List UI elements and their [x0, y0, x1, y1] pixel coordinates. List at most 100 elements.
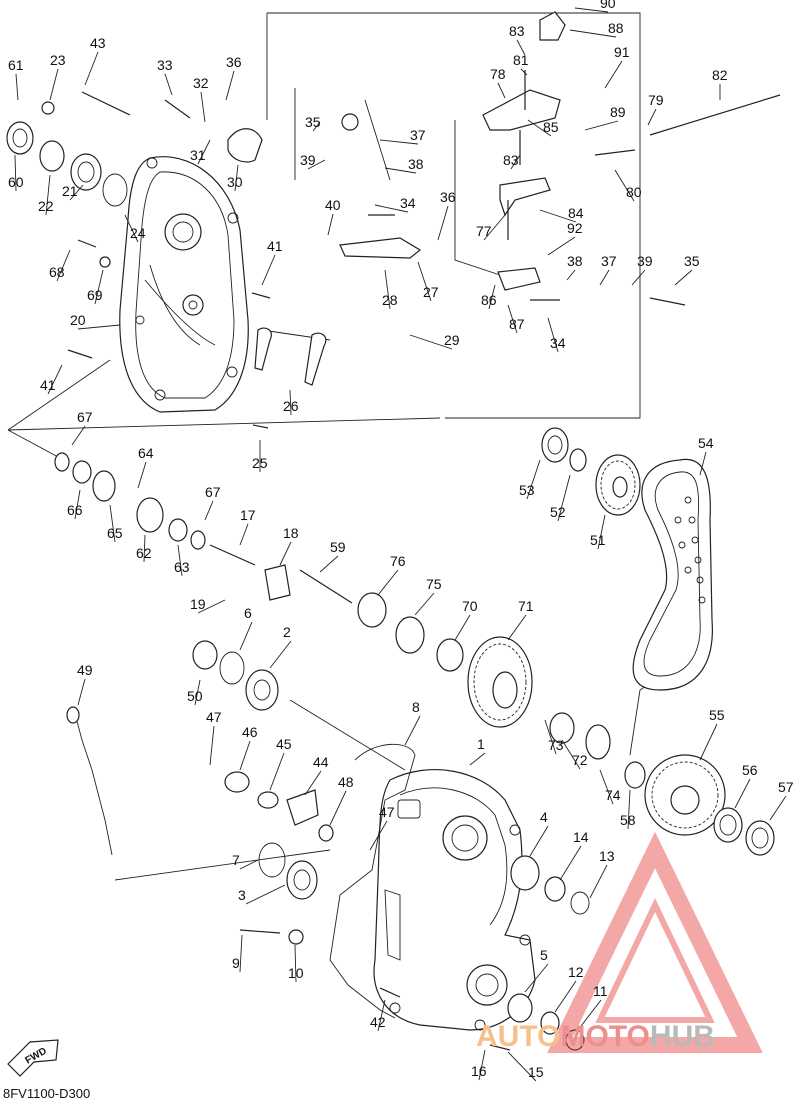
bolt-41-upper [251, 292, 271, 299]
callout-label: 10 [288, 965, 304, 981]
callout-label: 52 [550, 504, 566, 520]
callout-label: 32 [193, 75, 209, 91]
callout-label: 5 [540, 947, 548, 963]
callout-leader-line [557, 474, 571, 522]
callout-label: 39 [300, 152, 316, 168]
callout-label: 22 [38, 198, 54, 214]
callout-leader-line [384, 167, 417, 174]
callout-leader-line [261, 254, 276, 286]
callout-leader-line [177, 544, 183, 577]
circlip-6 [219, 651, 245, 685]
pin-25 [252, 424, 269, 429]
callout-label: 82 [712, 67, 728, 83]
callout-label: 20 [70, 312, 86, 328]
ball-joint-35 [341, 113, 359, 131]
callout-leader-line [488, 284, 496, 310]
seal-57 [745, 820, 775, 856]
bolt-33 [164, 99, 191, 119]
callout-label: 57 [778, 779, 794, 795]
callout-leader-line [69, 184, 84, 201]
watermark-text-part-1: AUTO [476, 1020, 561, 1053]
callout-leader-line [245, 884, 286, 905]
callout-leader-line [510, 154, 521, 170]
callout-label: 68 [49, 264, 65, 280]
callout-leader-line [209, 725, 215, 766]
callout-label: 72 [572, 752, 588, 768]
callout-leader-line [554, 980, 577, 1013]
seal-22 [39, 140, 65, 172]
callout-label: 55 [709, 707, 725, 723]
callout-label: 28 [382, 292, 398, 308]
callout-label: 37 [410, 127, 426, 143]
watermark-text-part-2: MOTO [560, 1020, 650, 1053]
callout-leader-line [561, 739, 581, 770]
callout-label: 3 [238, 887, 246, 903]
callout-leader-line [437, 205, 449, 241]
callout-leader-line [539, 209, 577, 223]
callout-label: 65 [107, 525, 123, 541]
crankcase-main [373, 769, 536, 1031]
callout-leader-line [559, 845, 582, 881]
callout-leader-line [529, 825, 549, 857]
callout-leader-line [307, 159, 326, 170]
callout-leader-line [414, 592, 435, 616]
callout-label: 35 [684, 253, 700, 269]
oring-11 [565, 1029, 585, 1051]
callout-leader-line [239, 859, 259, 870]
collar-72 [549, 712, 575, 744]
bracket-88 [539, 11, 566, 41]
callout-label: 46 [242, 724, 258, 740]
rod-27 [339, 237, 422, 259]
callout-leader-line [109, 504, 116, 543]
callout-label: 33 [157, 57, 173, 73]
callout-leader-line [520, 68, 528, 76]
ring-14 [544, 876, 566, 902]
watermark-text-part-3: HUB [649, 1020, 715, 1053]
bolt-68 [77, 239, 97, 248]
callout-label: 37 [601, 253, 617, 269]
callout-leader-line [200, 91, 206, 123]
callout-leader-line [329, 790, 347, 826]
callout-leader-line [516, 39, 526, 56]
callout-leader-line [269, 752, 285, 791]
callout-leader-line [45, 174, 51, 216]
watermark-logo [547, 831, 763, 1053]
callout-leader-line [77, 324, 121, 330]
callout-label: 9 [232, 955, 240, 971]
bearing-2 [245, 669, 279, 711]
cable-82 [649, 94, 781, 136]
callout-leader-line [409, 334, 453, 350]
callout-label: 13 [599, 848, 615, 864]
callout-leader-line [384, 269, 391, 310]
bolt-43 [81, 91, 131, 116]
bearing-60 [6, 121, 34, 155]
callout-leader-line [377, 999, 386, 1032]
callout-leader-line [569, 29, 617, 38]
callout-label: 69 [87, 287, 103, 303]
callout-label: 58 [620, 812, 636, 828]
bearing-21 [70, 153, 102, 191]
callout-label: 80 [626, 184, 642, 200]
callout-leader-line [769, 795, 787, 821]
callout-leader-line [239, 621, 253, 651]
callout-leader-line [124, 214, 139, 243]
bushing-45 [257, 791, 279, 809]
callout-label: 87 [509, 316, 525, 332]
circlip-7 [258, 842, 286, 878]
callout-label: 31 [190, 147, 206, 163]
callout-label: 6 [244, 605, 252, 621]
callout-leader-line [483, 214, 506, 241]
callout-leader-line [94, 269, 104, 305]
callout-label: 83 [509, 23, 525, 39]
callout-leader-line [699, 723, 718, 761]
bolt-9 [239, 929, 281, 934]
callout-label: 26 [283, 398, 299, 414]
bracket-44 [286, 789, 319, 826]
callout-label: 51 [590, 532, 606, 548]
callout-leader-line [369, 820, 388, 851]
callout-leader-line [507, 1051, 537, 1082]
callout-leader-line [566, 269, 576, 281]
callout-label: 61 [8, 57, 24, 73]
bracket-78 [482, 89, 561, 131]
